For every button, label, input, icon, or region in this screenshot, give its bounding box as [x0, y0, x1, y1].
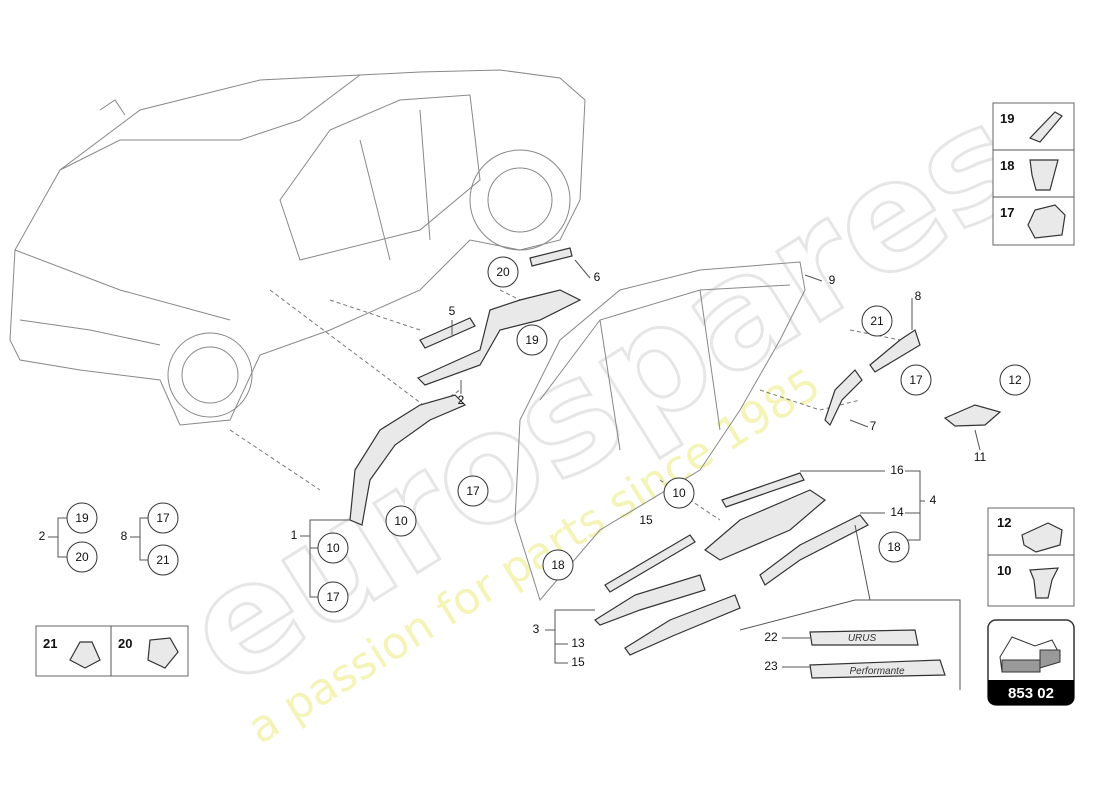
callout-number: 17	[326, 590, 340, 604]
part-5-trim	[419, 317, 476, 349]
callout-circle	[385, 505, 417, 537]
part-13-cover	[624, 594, 741, 656]
callout-number: 20	[75, 550, 89, 564]
legend-box-top-right: 19 18 17	[992, 102, 1075, 246]
callout-number: 17	[909, 373, 923, 387]
callout-circle	[457, 475, 489, 507]
callout-number: 4	[930, 493, 937, 507]
callout-number: 2	[39, 529, 46, 543]
callout-number: 16	[890, 463, 904, 477]
callout-number: 7	[870, 419, 877, 433]
part-7-arch	[824, 369, 863, 427]
part-11-bracket	[943, 404, 1002, 427]
callout-number: 21	[870, 314, 884, 328]
callout-number: 21	[156, 553, 170, 567]
part-3-sill	[594, 574, 706, 626]
legend-label: 10	[997, 563, 1011, 578]
callout-number: 1	[291, 528, 298, 542]
part-1-arch	[349, 394, 467, 526]
legend-label: 12	[997, 515, 1011, 530]
part-2-rail	[416, 289, 582, 386]
callout-number: 8	[121, 529, 128, 543]
callout-number: 17	[466, 484, 480, 498]
clip-19-icon	[1028, 111, 1063, 143]
clip-12-icon	[1021, 522, 1063, 553]
part-23-badge	[809, 659, 946, 679]
part-8-arch	[869, 329, 921, 373]
callout-circle	[66, 541, 98, 573]
callout-circle	[317, 581, 349, 613]
part-15-strip	[604, 534, 696, 593]
callout-circle	[516, 324, 548, 356]
callout-number: 18	[551, 558, 565, 572]
diagram-code: 853 02	[1008, 685, 1054, 702]
callout-number: 8	[915, 289, 922, 303]
part-14-sill	[704, 489, 826, 561]
callout-circle	[147, 544, 179, 576]
clip-20-icon	[147, 637, 179, 669]
callout-circle	[487, 256, 519, 288]
callout-circle	[878, 531, 910, 563]
callout-number: 22	[764, 630, 778, 644]
callout-number: 10	[672, 486, 686, 500]
clip-10-icon	[1029, 567, 1060, 599]
clip-18-icon	[1029, 159, 1059, 191]
callout-circle	[900, 364, 932, 396]
diagram-code-tag: 853 02	[987, 619, 1075, 706]
badge-performante-text: Performante	[849, 666, 904, 677]
callout-circle	[663, 477, 695, 509]
watermark: eurospares a passion for parts since 198…	[155, 69, 1055, 754]
legend-label: 18	[1000, 158, 1014, 173]
callout-number: 14	[890, 505, 904, 519]
clip-17-icon	[1027, 204, 1066, 239]
callout-number: 15	[571, 655, 585, 669]
callout-number: 13	[571, 636, 585, 650]
part-16-strip	[721, 472, 805, 508]
callout-brackets	[48, 259, 981, 690]
legend-box-bottom-left: 21 20	[35, 625, 189, 677]
callout-number: 10	[326, 541, 340, 555]
callout-number: 11	[974, 450, 987, 464]
callout-circle	[317, 532, 349, 564]
callout-number: 9	[829, 273, 836, 287]
badge-urus-text: URUS	[848, 633, 877, 644]
legend-box-bottom-right: 12 10	[987, 507, 1075, 607]
vehicle-illustration	[9, 69, 586, 426]
callout-circle	[861, 305, 893, 337]
legend-label: 19	[1000, 111, 1014, 126]
callout-circle	[147, 502, 179, 534]
callout-number: 2	[458, 393, 465, 407]
part-4-sill	[759, 514, 869, 586]
legend-label: 20	[118, 636, 132, 651]
callout-number: 19	[525, 333, 539, 347]
callout-number: 6	[594, 270, 601, 284]
callout-number: 3	[533, 622, 540, 636]
parts	[349, 247, 1002, 679]
clip-21-icon	[69, 641, 101, 669]
callout-number: 10	[394, 514, 408, 528]
callout-circle	[66, 502, 98, 534]
callout-number: 5	[449, 304, 456, 318]
callout-number: 12	[1008, 373, 1022, 387]
callout-number: 17	[156, 511, 170, 525]
part-6-trim	[529, 247, 573, 267]
legend-label: 17	[1000, 205, 1014, 220]
callout-number: 18	[887, 540, 901, 554]
legend-label: 21	[43, 636, 57, 651]
callout-circle	[542, 549, 574, 581]
door-side-illustration	[514, 261, 806, 602]
callout-number: 15	[639, 513, 653, 527]
callout-number: 20	[496, 265, 510, 279]
part-22-badge	[809, 629, 919, 646]
callout-circle	[999, 364, 1031, 396]
callout-number: 23	[764, 659, 778, 673]
callout-number: 19	[75, 511, 89, 525]
